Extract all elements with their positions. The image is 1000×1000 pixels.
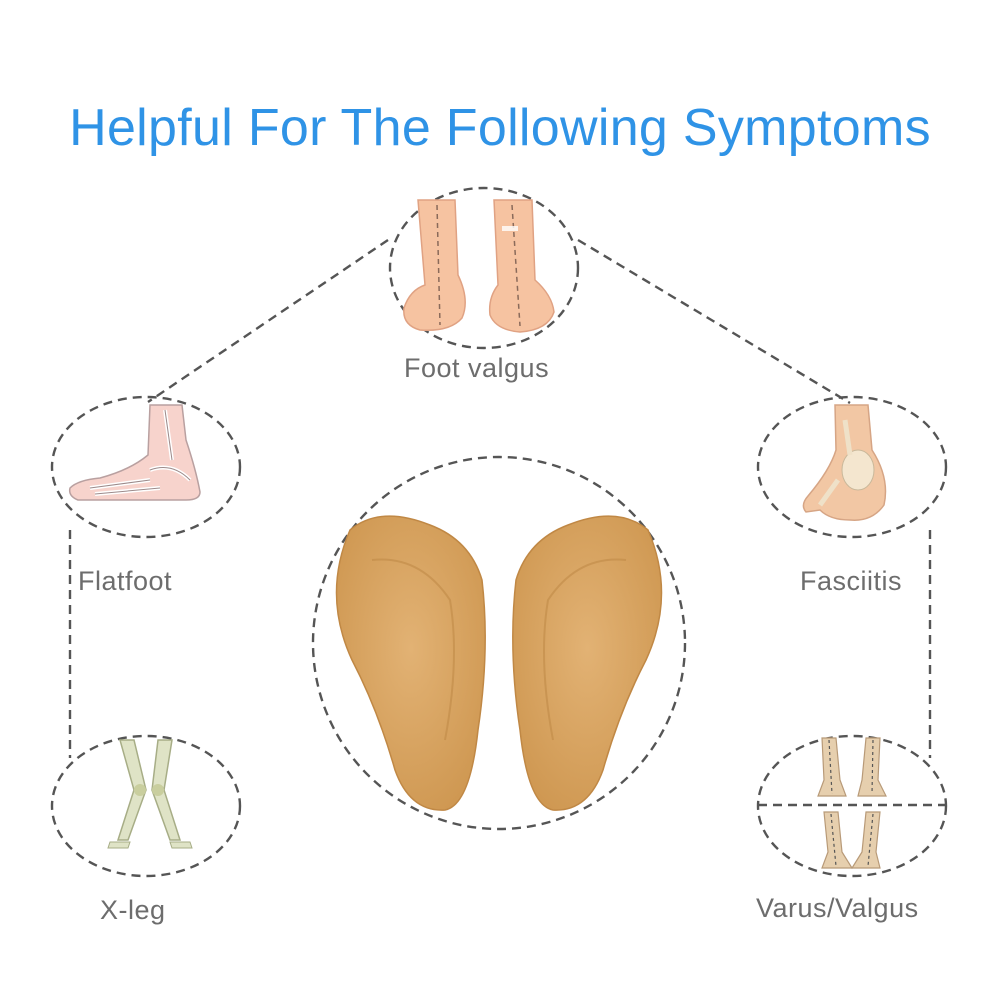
label-x-leg: X-leg (100, 895, 166, 925)
label-flatfoot: Flatfoot (78, 566, 173, 596)
insole-left (335, 515, 486, 811)
insole-pair-image (335, 515, 663, 811)
connector-lines (68, 238, 932, 758)
circle-varus-valgus (756, 734, 948, 878)
label-foot-valgus: Foot valgus (404, 353, 550, 383)
varus-valgus-illustration (817, 737, 887, 869)
x-leg-illustration (107, 739, 193, 849)
circle-fasciitis (756, 395, 948, 539)
circle-insole-center (311, 455, 687, 831)
fasciitis-illustration (802, 404, 887, 521)
connector-top-left (147, 239, 389, 403)
foot-valgus-illustration (403, 199, 555, 333)
circle-flatfoot (50, 395, 242, 539)
label-fasciitis: Fasciitis (800, 566, 903, 596)
connector-top-right (577, 238, 851, 405)
page-title: Helpful For The Following Symptoms (69, 99, 931, 157)
label-varus-valgus: Varus/Valgus (756, 893, 919, 923)
circle-foot-valgus (388, 186, 580, 350)
insole-right (512, 515, 663, 811)
flatfoot-illustration (68, 404, 201, 501)
circle-x-leg (50, 734, 242, 878)
